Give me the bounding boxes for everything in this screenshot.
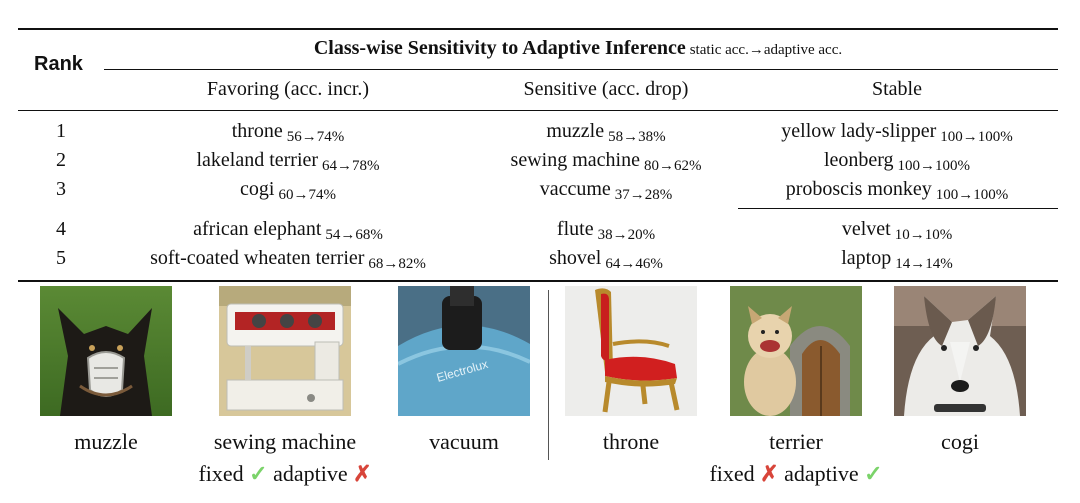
class-name: leonberg: [823, 149, 894, 171]
class-name: laptop: [841, 247, 892, 269]
title-underline: [104, 69, 1058, 70]
class-name: shovel: [549, 247, 602, 269]
adaptive-label: adaptive: [273, 461, 348, 486]
class-name: cogi: [240, 178, 275, 200]
stable-group-rule: [738, 208, 1058, 209]
column-header-stable: Stable: [872, 78, 922, 100]
class-name: african elephant: [193, 218, 322, 240]
image-group-divider: [548, 290, 549, 460]
throne-image: [565, 286, 697, 416]
muzzle-image: [40, 286, 172, 416]
bottom-rule: [18, 280, 1058, 282]
class-name: lakeland terrier: [196, 149, 319, 171]
class-name: proboscis monkey: [785, 178, 932, 200]
rank-cell: 3: [56, 178, 66, 200]
class-name: vaccume: [539, 178, 611, 200]
class-name: muzzle: [546, 120, 605, 142]
rank-header: Rank: [34, 53, 83, 75]
accuracy-change: 56→74%: [286, 129, 345, 145]
terrier-image: [730, 286, 862, 416]
accuracy-change: 54→68%: [325, 227, 383, 243]
class-name: sewing machine: [510, 149, 640, 171]
caption-sewing-machine: sewing machine: [213, 429, 357, 454]
check-icon: ✓: [249, 461, 268, 486]
accuracy-change: 64→46%: [605, 256, 663, 272]
class-name: soft-coated wheaten terrier: [150, 247, 365, 269]
accuracy-change: 38→20%: [597, 227, 656, 243]
header-rule: [18, 110, 1058, 112]
accuracy-change: 37→28%: [614, 187, 673, 203]
top-rule: [18, 28, 1058, 30]
accuracy-change: 100→100%: [940, 129, 1013, 145]
accuracy-change: 68→82%: [368, 256, 426, 272]
class-name: velvet: [841, 218, 891, 240]
accuracy-change: 80→62%: [643, 158, 702, 174]
right-verdict: fixed ✗ adaptive ✓: [709, 461, 882, 487]
table-title-main: Class-wise Sensitivity to Adaptive Infer…: [313, 37, 686, 59]
sewing-machine-image: [219, 286, 351, 416]
rank-cell: 2: [56, 149, 66, 171]
accuracy-change: 100→100%: [935, 187, 1009, 203]
adaptive-label: adaptive: [784, 461, 859, 486]
accuracy-change: 10→10%: [894, 227, 953, 243]
rank-cell: 1: [56, 120, 66, 142]
table-title: Class-wise Sensitivity to Adaptive Infer…: [314, 37, 842, 60]
fixed-label: fixed: [198, 461, 244, 486]
class-name: flute: [556, 218, 594, 240]
cogi-image: [894, 286, 1026, 416]
check-icon: ✓: [864, 461, 883, 486]
fixed-label: fixed: [709, 461, 755, 486]
accuracy-change: 64→78%: [322, 158, 380, 174]
column-header-sensitive: Sensitive (acc. drop): [523, 78, 689, 100]
class-name: yellow lady-slipper: [781, 120, 937, 142]
accuracy-change: 14→14%: [895, 256, 953, 272]
column-header-favoring: Favoring (acc. incr.): [206, 78, 370, 100]
class-name: throne: [231, 120, 283, 142]
accuracy-change: 60→74%: [278, 187, 336, 203]
cross-icon: ✗: [760, 461, 779, 486]
caption-muzzle: muzzle: [74, 429, 138, 454]
caption-terrier: terrier: [769, 429, 823, 454]
cross-icon: ✗: [353, 461, 372, 486]
caption-vacuum: vacuum: [429, 429, 499, 454]
rank-cell: 5: [56, 247, 66, 269]
accuracy-change: 58→38%: [608, 129, 666, 145]
vacuum-image: Electrolux: [398, 286, 530, 416]
table-title-sub: static acc.→adaptive acc.: [689, 42, 843, 58]
left-verdict: fixed ✓ adaptive ✗: [198, 461, 371, 487]
caption-cogi: cogi: [941, 429, 979, 454]
caption-throne: throne: [602, 429, 660, 454]
rank-cell: 4: [56, 218, 66, 240]
accuracy-change: 100→100%: [897, 158, 971, 174]
